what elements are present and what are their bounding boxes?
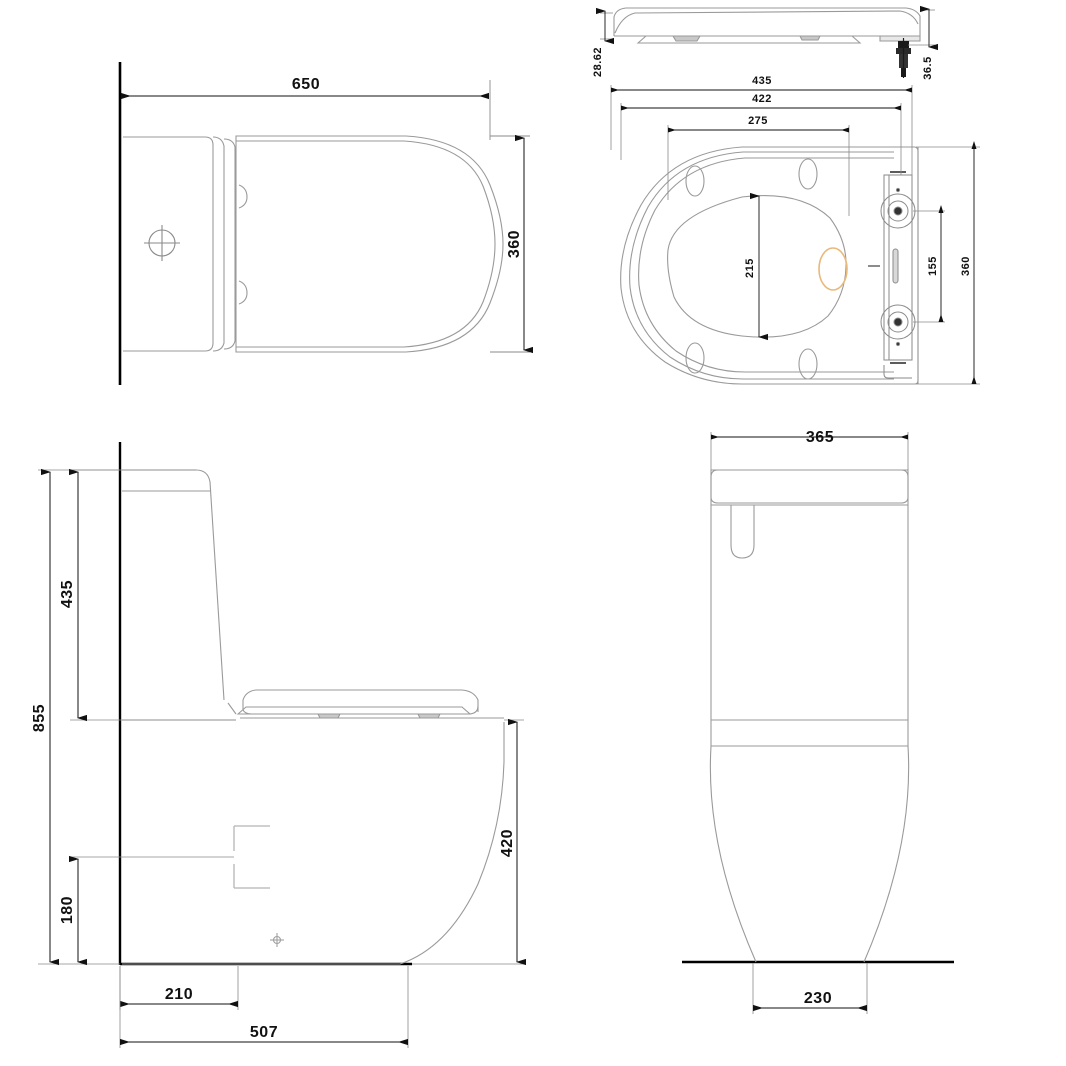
dim-180: 180 [59, 855, 234, 966]
dim-label-420: 420 [499, 829, 516, 857]
dim-365: 365 [710, 429, 909, 470]
dim-label-435-cistern: 435 [59, 580, 76, 608]
dim-360-plan: 360 [490, 134, 533, 354]
dim-label-155: 155 [927, 256, 939, 276]
dim-275: 275 [667, 115, 850, 216]
dim-420: 420 [412, 718, 526, 966]
dim-label-650: 650 [292, 76, 320, 93]
plan-outline [123, 135, 504, 353]
dim-label-507: 507 [250, 1024, 278, 1041]
side-elevation-outline [122, 469, 505, 965]
dim-28-62: 28.62 [592, 7, 614, 77]
dim-label-28-62: 28.62 [592, 47, 604, 77]
seat-plan-outline [620, 146, 919, 385]
dim-label-210: 210 [165, 986, 193, 1003]
dim-label-360-seat: 360 [960, 256, 972, 276]
front-elevation-outline [709, 469, 910, 963]
accent-highlight-ellipse [818, 247, 848, 291]
dim-label-275: 275 [748, 115, 768, 127]
view-front-elevation: 365 230 [682, 429, 954, 1014]
dim-label-435-seat: 435 [752, 75, 772, 87]
dim-210: 210 [119, 966, 239, 1010]
view-seat-plan: 435 422 275 215 155 360 [610, 75, 980, 385]
dim-215: 215 [744, 192, 768, 341]
dim-label-365: 365 [806, 429, 834, 446]
dim-507: 507 [119, 966, 409, 1048]
flush-button-crosshair-icon [144, 225, 180, 261]
dim-650: 650 [121, 76, 491, 140]
dim-label-230: 230 [804, 990, 832, 1007]
dim-155: 155 [913, 205, 945, 323]
dim-230: 230 [752, 963, 868, 1014]
dim-label-215: 215 [744, 258, 756, 278]
dim-435-seat: 435 [610, 75, 913, 180]
inlet-bracket-detail [233, 825, 270, 889]
dim-855: 855 [31, 468, 120, 966]
dim-label-422: 422 [752, 93, 772, 105]
dim-label-180: 180 [59, 896, 76, 924]
floor-bolt-marker-icon [270, 933, 284, 947]
view-side-elevation: 855 435 180 420 210 [31, 442, 526, 1048]
dim-label-855: 855 [31, 704, 48, 732]
dim-label-360-plan: 360 [506, 230, 523, 258]
dim-360-seat: 360 [916, 141, 980, 385]
dim-36-5: 36.5 [908, 5, 938, 80]
seat-side-profile-elev [236, 689, 479, 719]
dim-422: 422 [620, 93, 902, 175]
seat-side-outline [613, 7, 921, 44]
hinge-bolt-icon [896, 38, 911, 78]
dim-435-cistern: 435 [59, 468, 236, 722]
seat-hinge-plate [868, 171, 916, 379]
dim-label-36-5: 36.5 [922, 56, 934, 79]
view-seat-side: 28.62 36.5 [592, 5, 938, 80]
view-plan: 650 360 [118, 62, 533, 385]
cistern-slot-detail [730, 504, 755, 559]
